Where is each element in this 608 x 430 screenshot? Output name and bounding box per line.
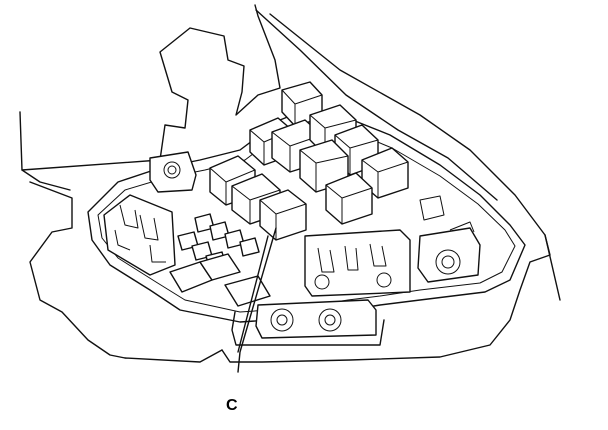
fuse-row bbox=[169, 213, 271, 307]
body-panel-outline bbox=[19, 4, 561, 363]
relay-clip bbox=[149, 151, 197, 193]
callout-label-c: C bbox=[226, 397, 238, 414]
box-housing bbox=[87, 107, 526, 346]
relay-cubes bbox=[209, 81, 409, 241]
left-connector-block bbox=[103, 194, 176, 276]
bottom-terminal-posts bbox=[255, 299, 377, 339]
central-connector-block bbox=[304, 229, 411, 297]
right-terminal-post bbox=[417, 195, 481, 283]
callout-leader-lines bbox=[237, 227, 277, 373]
